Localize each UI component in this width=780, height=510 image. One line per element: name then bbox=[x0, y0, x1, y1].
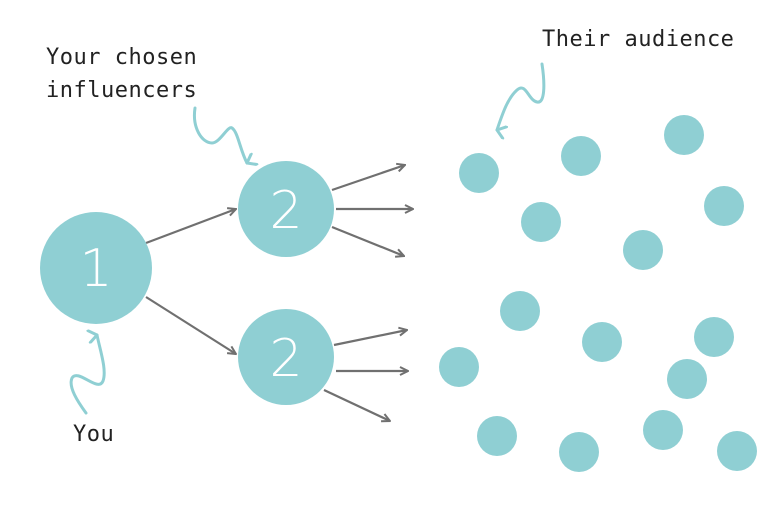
audience-dot bbox=[439, 347, 479, 387]
audience-dot bbox=[623, 230, 663, 270]
influencer-bottom-number: 2 bbox=[269, 329, 302, 389]
influencer-to-audience-arrows bbox=[323, 165, 413, 421]
arrow-you-to-top bbox=[145, 209, 236, 245]
influencer-bottom-circle bbox=[238, 309, 334, 405]
you-node: 1 bbox=[40, 212, 152, 324]
influencers-label-line1: Your chosen bbox=[46, 45, 198, 70]
you-label: You bbox=[73, 422, 115, 447]
arrow-top-up bbox=[331, 165, 405, 192]
audience-dot bbox=[582, 322, 622, 362]
influencer-node-top: 2 bbox=[238, 161, 334, 257]
audience-dot bbox=[704, 186, 744, 226]
influencers-label-line2: influencers bbox=[46, 78, 198, 103]
influencers-pointer-icon bbox=[192, 106, 247, 163]
audience-dot bbox=[561, 136, 601, 176]
audience-dot bbox=[694, 317, 734, 357]
audience-dot bbox=[717, 431, 757, 471]
audience-dot bbox=[521, 202, 561, 242]
you-circle bbox=[40, 212, 152, 324]
you-to-influencer-arrows bbox=[145, 209, 236, 354]
arrow-top-down bbox=[331, 225, 404, 256]
influencer-node-bottom: 2 bbox=[238, 309, 334, 405]
you-number: 1 bbox=[79, 239, 112, 299]
audience-dot bbox=[477, 416, 517, 456]
audience-dot bbox=[667, 359, 707, 399]
pointer-arrows bbox=[69, 62, 546, 415]
audience-dot bbox=[500, 291, 540, 331]
influencer-top-circle bbox=[238, 161, 334, 257]
influencer-top-number: 2 bbox=[269, 181, 302, 241]
you-pointer-icon bbox=[69, 335, 106, 415]
audience-dot bbox=[459, 153, 499, 193]
arrow-bottom-up bbox=[333, 330, 407, 347]
audience-pointer-icon bbox=[495, 62, 546, 130]
audience-group bbox=[439, 115, 757, 472]
audience-dot bbox=[643, 410, 683, 450]
audience-dot bbox=[559, 432, 599, 472]
audience-label: Their audience bbox=[542, 27, 735, 52]
arrow-you-to-bottom bbox=[145, 296, 236, 354]
influencers-label: Your chosen influencers bbox=[46, 41, 197, 107]
arrow-bottom-down bbox=[323, 389, 390, 421]
audience-dot bbox=[664, 115, 704, 155]
